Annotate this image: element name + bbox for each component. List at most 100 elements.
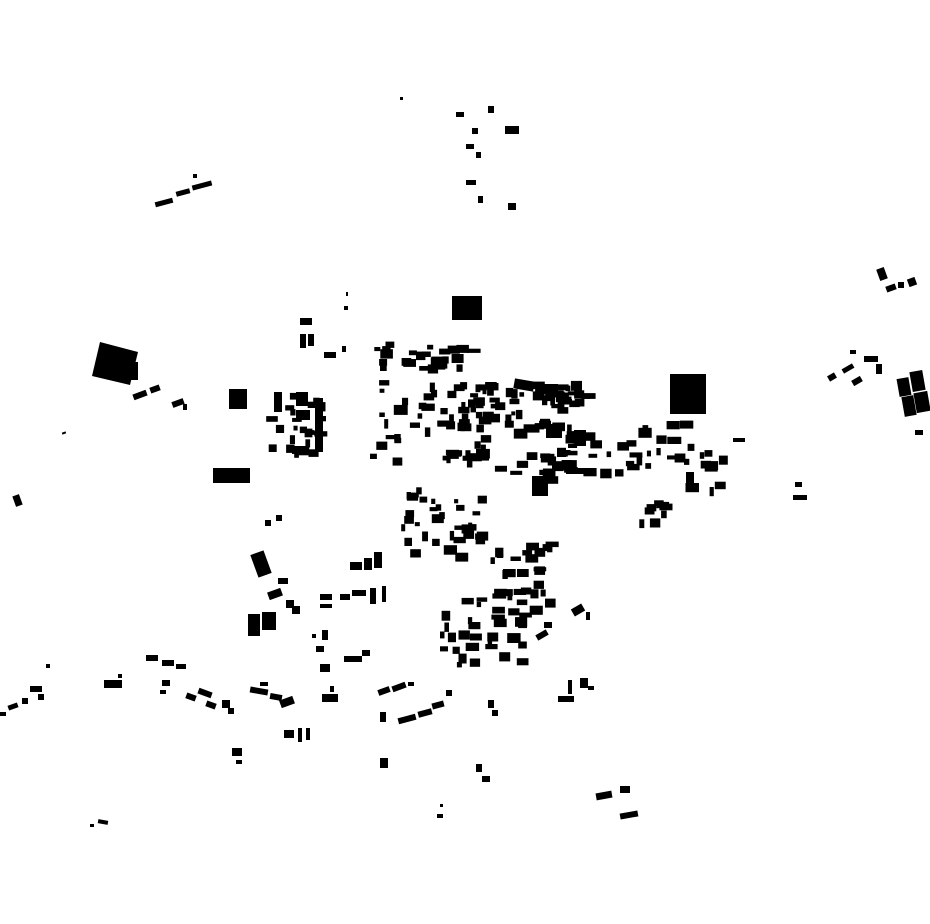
building: [305, 439, 311, 448]
building: [322, 694, 338, 702]
building: [516, 599, 528, 606]
building: [427, 344, 434, 350]
building: [476, 597, 488, 602]
building: [370, 453, 377, 459]
building: [456, 451, 462, 457]
building: [286, 444, 295, 453]
building: [171, 398, 185, 408]
building: [540, 453, 551, 458]
building: [469, 658, 481, 667]
building: [645, 463, 652, 469]
building: [456, 112, 464, 117]
building: [620, 786, 630, 793]
building: [472, 128, 478, 134]
building: [896, 377, 912, 397]
building: [447, 390, 457, 399]
building: [906, 276, 918, 288]
building: [615, 469, 624, 477]
building: [466, 144, 474, 149]
building: [404, 516, 414, 524]
building: [490, 557, 495, 564]
building: [419, 496, 428, 503]
building: [511, 411, 516, 416]
building: [550, 397, 555, 406]
building: [567, 424, 572, 432]
building: [487, 632, 499, 642]
building: [61, 431, 67, 435]
building: [476, 152, 481, 158]
building: [475, 411, 483, 419]
building: [465, 642, 480, 651]
building: [380, 712, 386, 722]
building: [385, 341, 395, 348]
building: [304, 428, 313, 438]
building: [494, 465, 507, 472]
building: [384, 419, 389, 429]
building: [505, 589, 513, 597]
building: [538, 384, 558, 394]
building: [432, 362, 446, 370]
building: [526, 452, 538, 460]
building: [795, 482, 802, 487]
building: [468, 453, 482, 462]
building: [12, 494, 23, 507]
building: [507, 633, 521, 643]
building: [440, 804, 443, 807]
building: [851, 375, 863, 387]
building: [385, 435, 399, 440]
building: [416, 351, 426, 361]
building: [104, 680, 122, 688]
building: [699, 452, 705, 459]
building: [431, 389, 438, 398]
building: [841, 363, 855, 374]
building: [417, 708, 433, 718]
building: [400, 97, 403, 100]
building: [379, 359, 388, 366]
building: [526, 542, 539, 551]
building: [340, 594, 350, 600]
building: [477, 495, 487, 504]
building: [97, 819, 109, 825]
building: [402, 397, 409, 406]
building: [478, 416, 492, 425]
building: [431, 700, 445, 710]
building: [449, 453, 459, 459]
building: [408, 682, 414, 686]
building: [704, 450, 713, 457]
building: [320, 664, 330, 672]
building: [482, 385, 487, 395]
building: [649, 518, 661, 528]
building: [470, 393, 479, 398]
building: [516, 658, 529, 666]
building: [600, 468, 612, 479]
building: [197, 687, 213, 699]
building: [458, 630, 470, 640]
building: [513, 378, 535, 392]
building: [414, 522, 420, 527]
building: [466, 180, 476, 185]
building: [574, 430, 586, 446]
building: [473, 397, 485, 406]
building: [595, 790, 613, 801]
building: [286, 600, 294, 608]
building: [885, 283, 897, 293]
building: [30, 686, 42, 692]
building: [684, 458, 690, 465]
building: [534, 566, 546, 575]
building: [292, 446, 304, 454]
building: [362, 650, 370, 656]
building: [638, 427, 652, 438]
building: [222, 700, 230, 708]
building: [458, 653, 467, 664]
building: [566, 431, 575, 439]
building: [540, 589, 546, 597]
building: [452, 646, 460, 654]
building: [364, 558, 372, 570]
building: [278, 578, 288, 584]
building: [518, 641, 527, 649]
building: [485, 644, 498, 650]
building: [487, 387, 494, 396]
building: [542, 395, 548, 406]
building: [449, 414, 454, 423]
